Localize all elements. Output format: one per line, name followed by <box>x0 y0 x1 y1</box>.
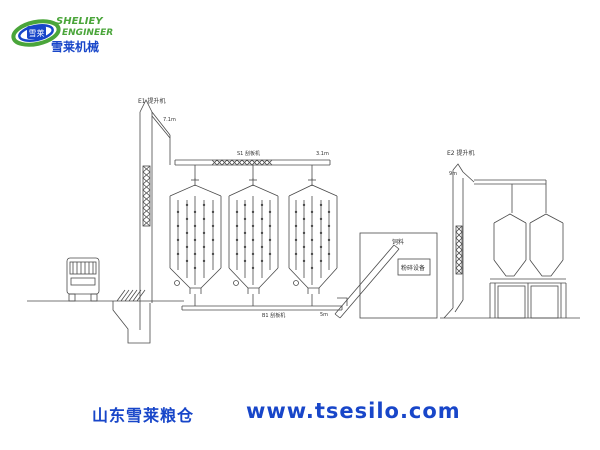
intake-pit <box>112 289 151 344</box>
footer-company-name: 山东雪莱粮仓 <box>92 406 195 425</box>
logo-badge <box>27 26 46 39</box>
storage-silo-1 <box>169 178 222 294</box>
top-conveyor-s1 <box>169 135 331 180</box>
small-silo-2 <box>529 213 564 277</box>
bottom-conveyor-end-label: 5m <box>320 312 328 318</box>
small-silo-1 <box>493 213 527 277</box>
processing-workshop <box>359 232 438 319</box>
company-logo: 雪莱 SHELIEY ENGINEER 雪莱机械 <box>11 16 113 54</box>
e1-elevator-label: E1 提升机 <box>138 97 166 105</box>
top-conveyor-label: S1 刮板机 <box>237 150 260 157</box>
storage-silo-3 <box>288 178 338 294</box>
equipment-box-label: 粉碎设备 <box>401 264 425 272</box>
bottom-conveyor-label: B1 刮板机 <box>262 312 285 319</box>
logo-badge-text: 雪莱 <box>29 28 45 38</box>
footer-website-url[interactable]: www.tsesilo.com <box>246 399 461 423</box>
brand-name-chinese: 雪莱机械 <box>51 39 99 54</box>
workshop-label: 饲料 <box>392 238 404 246</box>
crushing-equipment-box <box>397 258 431 276</box>
logo-swoosh-green <box>11 19 61 47</box>
e1-height-label: 7.1m <box>163 117 176 123</box>
grain-truck <box>66 257 100 302</box>
silo-support-structure <box>440 278 580 319</box>
e2-top-conveyor <box>462 171 547 213</box>
brand-name-line2: ENGINEER <box>62 28 113 38</box>
brand-name-line1: SHELIEY <box>56 16 104 27</box>
e2-elevator-label: E2 提升机 <box>447 149 475 157</box>
inclined-conveyor <box>334 244 400 319</box>
bucket-elevator-e2 <box>443 163 464 319</box>
storage-silo-2 <box>228 178 279 294</box>
bottom-conveyor-b1 <box>181 294 343 311</box>
top-conveyor-end-label: 3.1m <box>316 151 329 157</box>
bucket-elevator-e1 <box>139 99 171 330</box>
e2-height-label: 9m <box>449 171 457 177</box>
